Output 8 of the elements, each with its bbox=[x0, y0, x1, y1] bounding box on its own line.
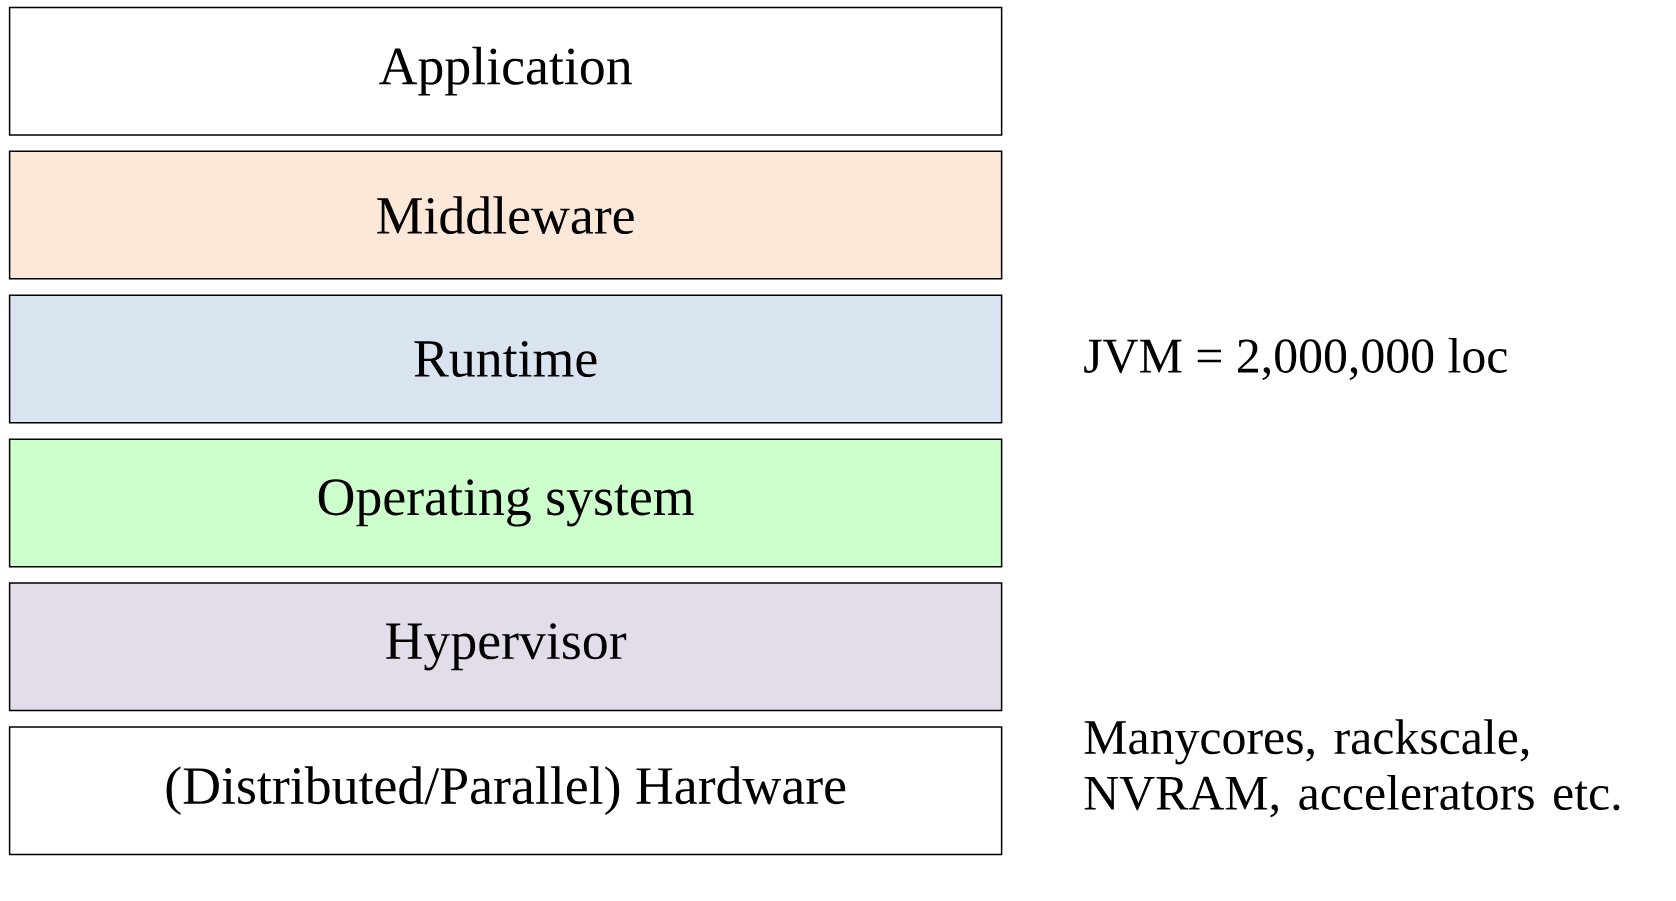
layer-box: Runtime bbox=[8, 294, 1003, 424]
layer-box: Application bbox=[8, 6, 1003, 136]
side-note: JVM = 2,000,000 loc bbox=[1084, 337, 1507, 381]
layer-box: Hypervisor bbox=[8, 582, 1003, 712]
layer-box: (Distributed/Parallel) Hardware bbox=[8, 726, 1003, 856]
layer-box: Operating system bbox=[8, 438, 1003, 568]
layer-box: Middleware bbox=[8, 150, 1003, 280]
side-note: Manycores, rackscale, NVRAM, accelerators etc. bbox=[1084, 719, 1620, 818]
